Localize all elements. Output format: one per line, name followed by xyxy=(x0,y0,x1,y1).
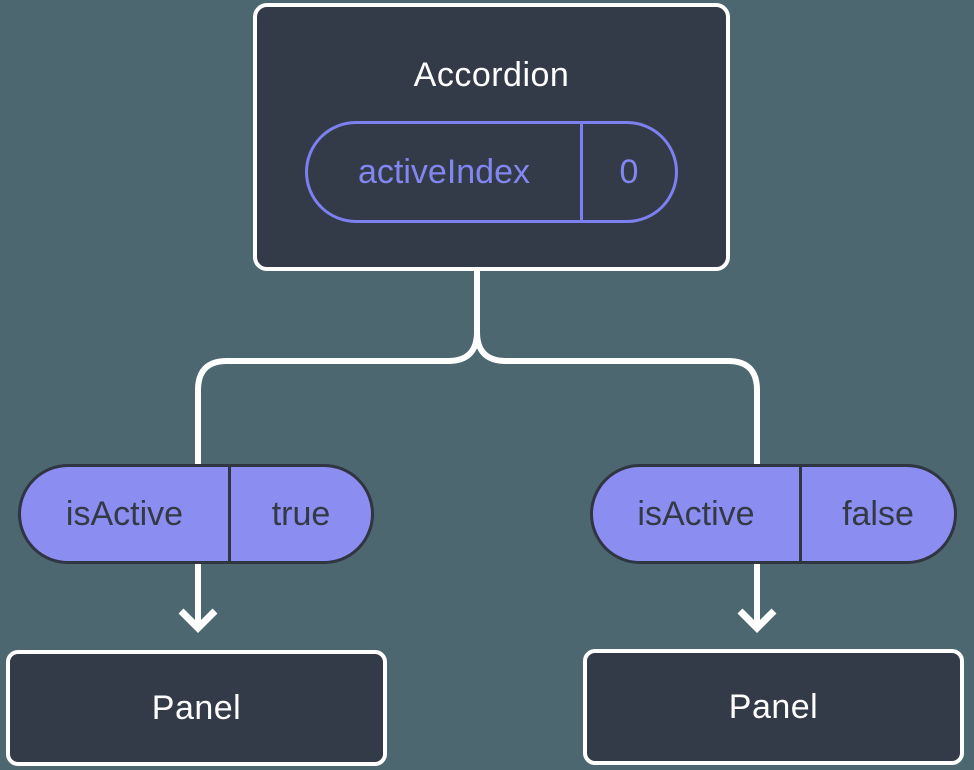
prop-value-label: false xyxy=(842,494,914,533)
pill-divider xyxy=(228,467,231,561)
connector-branch-right xyxy=(474,266,760,627)
node-title: Accordion xyxy=(413,56,570,94)
arrow-down-icon xyxy=(737,608,777,633)
prop-value-label: true xyxy=(271,494,331,533)
arrow-down-icon xyxy=(178,608,218,633)
node-title: Panel xyxy=(728,687,819,726)
pill-divider xyxy=(580,124,583,220)
prop-pill-isactive-true: isActive true xyxy=(18,464,374,564)
prop-name-label: isActive xyxy=(65,494,184,533)
accordion-node: Accordion activeIndex 0 xyxy=(253,3,730,271)
panel-node-left: Panel xyxy=(6,650,387,766)
pill-divider xyxy=(799,467,802,561)
prop-pill-isactive-false: isActive false xyxy=(590,464,957,564)
state-name-label: activeIndex xyxy=(358,152,530,191)
panel-node-right: Panel xyxy=(583,649,964,765)
prop-name-label: isActive xyxy=(637,494,755,533)
connector-branch-left xyxy=(195,266,480,627)
state-value-label: 0 xyxy=(619,152,639,191)
state-pill: activeIndex 0 xyxy=(305,121,678,223)
node-title: Panel xyxy=(151,688,242,727)
